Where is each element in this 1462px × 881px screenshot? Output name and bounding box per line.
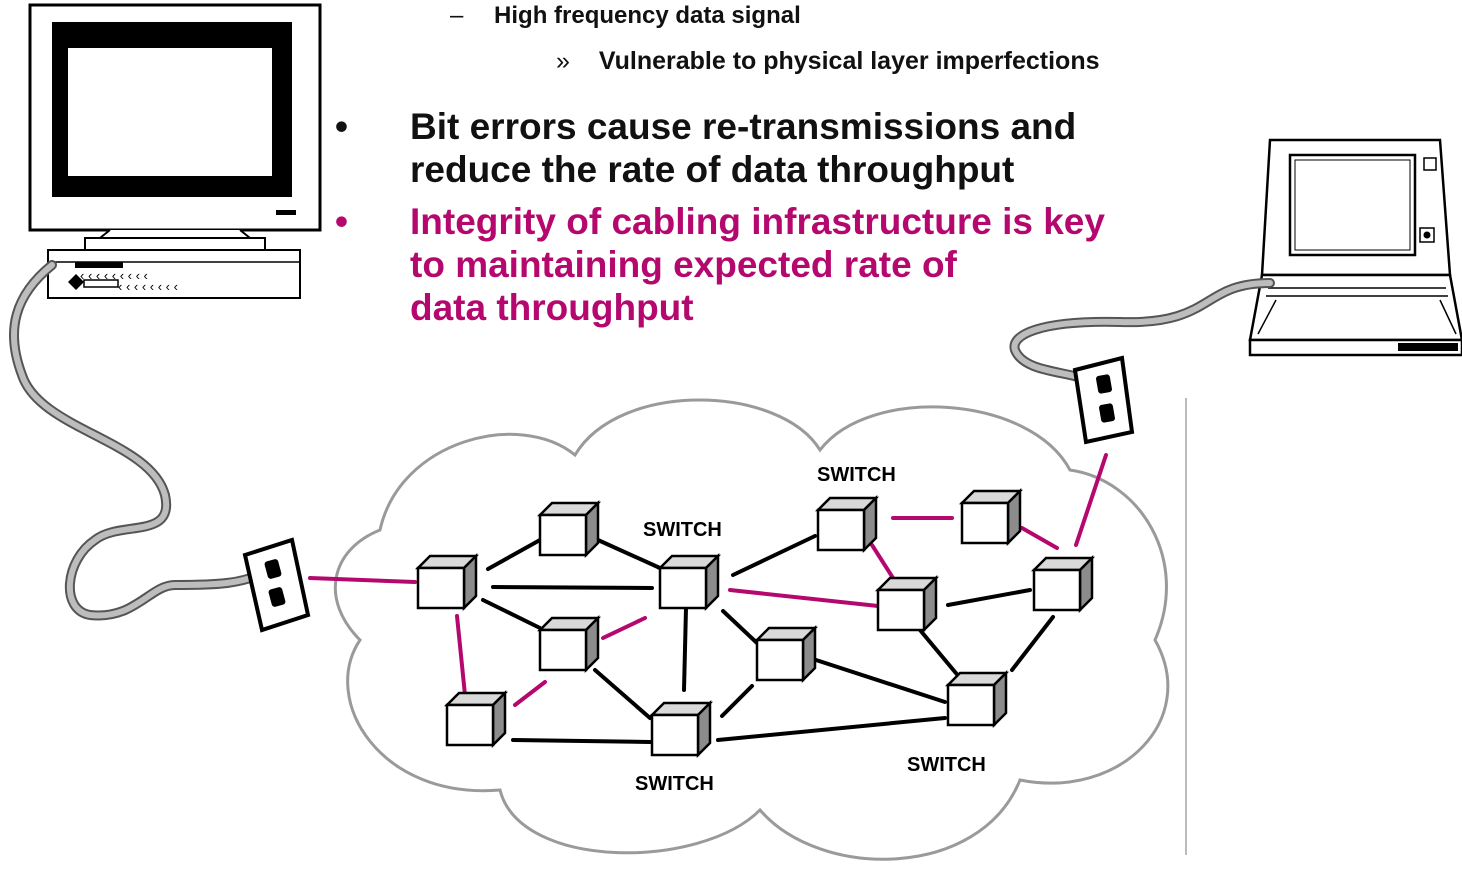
desktop-computer-icon: ‹ ‹ ‹ ‹ ‹ ‹ ‹ ‹ ‹ ‹ ‹ ‹ ‹ ‹ ‹ ‹ ‹ (28, 3, 322, 299)
laptop-icon (1248, 138, 1462, 357)
svg-text:‹ ‹ ‹ ‹ ‹ ‹ ‹ ‹: ‹ ‹ ‹ ‹ ‹ ‹ ‹ ‹ (118, 279, 178, 294)
switch-box-icon (944, 669, 1010, 729)
switch-boxes (414, 487, 1096, 759)
switch-box-icon (536, 499, 602, 559)
bullet-2-text: Integrity of cabling infrastructure is k… (410, 201, 1105, 328)
black-links (481, 534, 1055, 744)
wall-jack-icon (1072, 355, 1135, 445)
subsub-bullet-text: Vulnerable to physical layer imperfectio… (598, 47, 1100, 75)
sub-bullet: – High frequency data signal (450, 2, 801, 30)
accent-links (308, 453, 1108, 707)
cable-icon (9, 260, 273, 621)
switch-label: SWITCH (643, 519, 722, 541)
switch-box-icon (648, 699, 714, 759)
switch-box-icon (656, 552, 722, 612)
switch-box-icon (536, 614, 602, 674)
subsub-bullet: » Vulnerable to physical layer imperfect… (556, 47, 1100, 76)
switch-box-icon (443, 689, 509, 749)
switch-box-icon (814, 494, 880, 554)
switch-box-icon (753, 624, 819, 684)
dash-marker: – (450, 2, 464, 29)
switch-box-icon (874, 574, 940, 634)
switch-label: SWITCH (817, 464, 896, 486)
sub-bullet-text: High frequency data signal (494, 2, 801, 29)
switch-label: SWITCH (635, 773, 714, 795)
bullet-1-text: Bit errors cause re-transmissions and re… (410, 106, 1077, 190)
wall-jack-icon (242, 537, 311, 633)
switch-box-icon (414, 552, 480, 612)
bullet-dot: • (335, 201, 348, 242)
switch-label: SWITCH (907, 754, 986, 776)
bullet-2: • Integrity of cabling infrastructure is… (335, 200, 1235, 335)
bullet-dot: • (335, 106, 348, 147)
bullet-1: • Bit errors cause re-transmissions and … (335, 105, 1235, 195)
switch-box-icon (1030, 554, 1096, 614)
switch-box-icon (958, 487, 1024, 547)
chevron-marker: » (556, 47, 570, 75)
svg-text:‹ ‹ ‹ ‹ ‹ ‹ ‹ ‹ ‹: ‹ ‹ ‹ ‹ ‹ ‹ ‹ ‹ ‹ (80, 268, 148, 283)
